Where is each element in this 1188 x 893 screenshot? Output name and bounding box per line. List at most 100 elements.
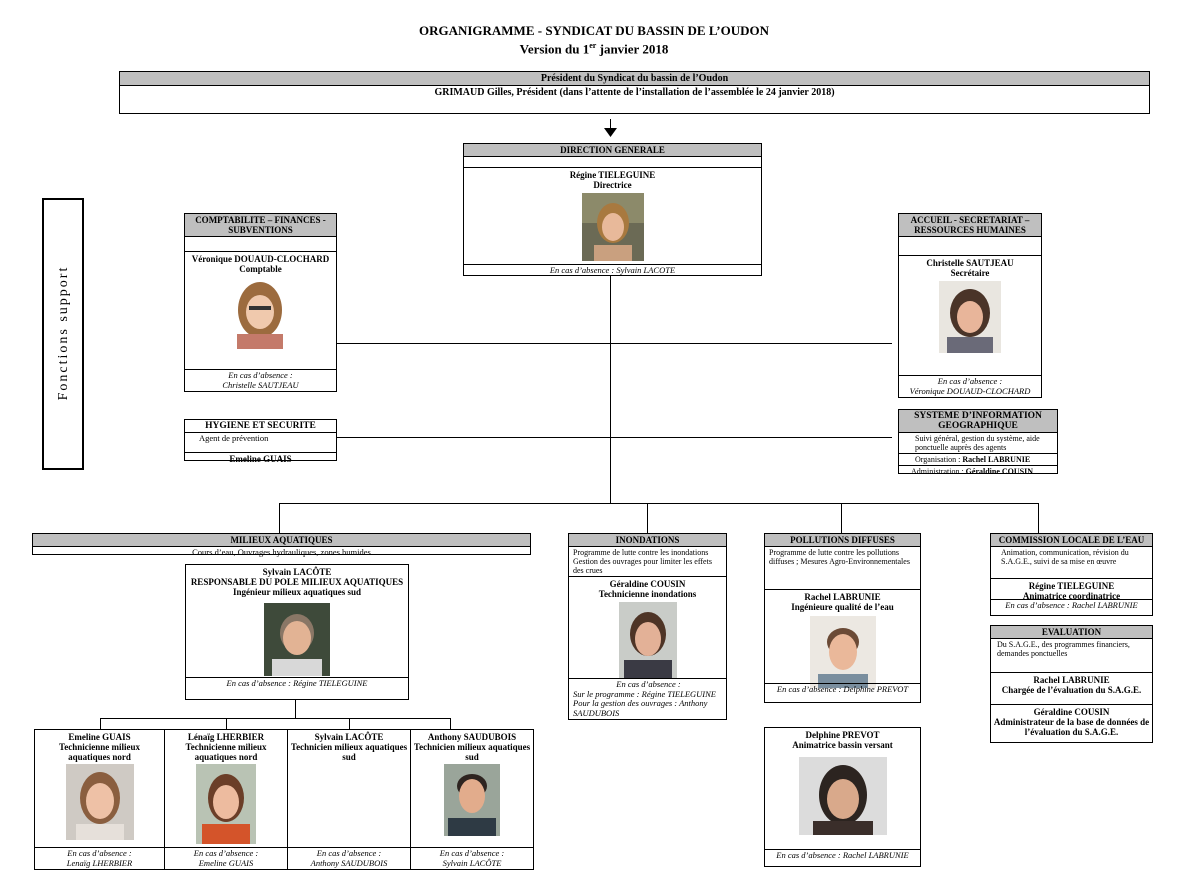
pollutions-role: Ingénieure qualité de l’eau (791, 602, 894, 612)
comptabilite-name: Véronique DOUAUD-CLOCHARD (191, 254, 330, 264)
milieux-header: MILIEUX AQUATIQUES (33, 534, 530, 547)
president-header: Président du Syndicat du bassin de l’Oud… (120, 72, 1149, 86)
team-member-role: Technicienne milieux aquatiques nord (59, 742, 140, 762)
milieux-resp-role1: RESPONSABLE DU POLE MILIEUX AQUATIQUES (190, 577, 404, 587)
pollutions-absence: En cas d’absence : Delphine PREVOT (765, 683, 920, 702)
direction-box: DIRECTION GENERALE Régine TIELEGUINE Dir… (463, 143, 762, 276)
inondations-absence-programme: Sur le programme : Régine TIELEGUINE (573, 688, 716, 699)
arrow-shaft (610, 119, 611, 133)
team-member-absence: En cas d’absence : Emeline GUAIS (165, 847, 287, 869)
fonctions-support-box: Fonctions support (42, 198, 84, 470)
support-line-1 (332, 343, 892, 344)
drop-pollutions (841, 503, 842, 533)
cle-absence: En cas d’absence : Rachel LABRUNIE (991, 599, 1152, 615)
hygiene-name: Emeline GUAIS (229, 454, 292, 464)
sig-box: SYSTEME D’INFORMATION GEOGRAPHIQUE Suivi… (898, 409, 1058, 477)
woman-portrait-icon (196, 764, 256, 844)
team-drop-1 (100, 718, 101, 729)
inondations-header: INONDATIONS (569, 534, 726, 547)
hygiene-header: HYGIENE ET SECURITE (185, 420, 336, 433)
inondations-desc: Programme de lutte contre les inondation… (569, 547, 726, 577)
team-drop-4 (450, 718, 451, 729)
direction-name: Régine TIELEGUINE (569, 170, 656, 180)
woman-portrait-icon (581, 193, 644, 261)
delphine-absence: En cas d’absence : Rachel LABRUNIE (765, 849, 920, 866)
team-member-1: Emeline GUAIS Technicienne milieux aquat… (34, 729, 165, 870)
drop-cle (1038, 503, 1039, 533)
cle-name: Régine TIELEGUINE (1028, 581, 1115, 591)
team-drop-3 (349, 718, 350, 729)
team-member-2: Lénaïg LHERBIER Technicienne milieux aqu… (164, 729, 288, 870)
milieux-desc: Cours d’eau, Ouvrages hydrauliques, zone… (192, 547, 371, 557)
team-member-name: Sylvain LACÔTE (314, 732, 384, 742)
inondations-absence-label: En cas d’absence : (616, 679, 681, 689)
comptabilite-header: COMPTABILITE – FINANCES - SUBVENTIONS (185, 214, 336, 237)
comptabilite-role: Comptable (239, 264, 282, 274)
woman-portrait-icon (618, 602, 677, 678)
comptabilite-absence-name: Christelle SAUTJEAU (222, 379, 299, 390)
team-member-photo (196, 764, 256, 844)
trunk-line (610, 276, 611, 504)
milieux-resp-absence: En cas d’absence : Régine TIELEGUINE (186, 677, 408, 699)
team-member-absence-name: Anthony SAUDUBOIS (310, 857, 388, 868)
milieux-box: MILIEUX AQUATIQUES Cours d’eau, Ouvrages… (32, 533, 531, 557)
team-member-name: Lénaïg LHERBIER (187, 732, 265, 742)
inondations-box: INONDATIONS Programme de lutte contre le… (568, 533, 727, 720)
evaluation-person-2: Géraldine COUSIN Administrateur de la ba… (991, 705, 1152, 737)
sig-header: SYSTEME D’INFORMATION GEOGRAPHIQUE (899, 410, 1057, 433)
team-drop-2 (226, 718, 227, 729)
comptabilite-photo (227, 276, 294, 349)
cle-role: Animatrice coordinatrice (1022, 591, 1121, 601)
team-member-absence-name: Sylvain LACÔTE (442, 857, 502, 868)
evaluation-role-2: Administrateur de la base de données de … (993, 717, 1150, 737)
team-member-absence: En cas d’absence : Sylvain LACÔTE (411, 847, 533, 869)
evaluation-name-1: Rachel LABRUNIE (1033, 675, 1110, 685)
delphine-photo (798, 757, 887, 835)
team-member-name: Emeline GUAIS (68, 732, 131, 742)
pollutions-name: Rachel LABRUNIE (804, 592, 881, 602)
direction-header: DIRECTION GENERALE (464, 144, 761, 157)
pollutions-desc: Programme de lutte contre les pollutions… (765, 547, 920, 590)
inondations-photo (618, 602, 677, 678)
version-suffix: janvier 2018 (596, 41, 669, 57)
evaluation-header: EVALUATION (991, 626, 1152, 639)
comptabilite-absence-label: En cas d’absence : (228, 370, 293, 380)
team-member-role: Technicien milieux aquatiques sud (290, 742, 408, 762)
evaluation-name-2: Géraldine COUSIN (1033, 707, 1110, 717)
evaluation-role-1: Chargée de l’évaluation du S.A.G.E. (1001, 685, 1142, 695)
woman-portrait-icon (798, 757, 887, 835)
accueil-absence-label: En cas d’absence : (937, 376, 1003, 386)
inondations-absence: En cas d’absence : Sur le programme : Ré… (569, 678, 726, 719)
accueil-photo (939, 281, 1001, 353)
version-prefix: Version du 1 (519, 41, 590, 57)
team-member-absence-name: Lenaïg LHERBIER (66, 857, 133, 868)
man-portrait-icon (264, 603, 330, 676)
sig-admin-label: Administration : (911, 467, 966, 476)
sig-admin-name: Géraldine COUSIN (965, 467, 1034, 476)
drop-inondations (647, 503, 648, 533)
sig-admin: Administration : Géraldine COUSIN (899, 466, 1057, 477)
hygiene-box: HYGIENE ET SECURITE Agent de prévention … (184, 419, 337, 464)
drop-milieux (279, 503, 280, 533)
milieux-resp-box: Sylvain LACÔTE RESPONSABLE DU POLE MILIE… (185, 564, 409, 700)
accueil-role: Secrétaire (950, 268, 990, 278)
version-sup: er (589, 41, 597, 50)
team-member-absence-label: En cas d’absence : (67, 848, 132, 858)
direction-spacer (464, 157, 761, 168)
accueil-absence: En cas d’absence : Véronique DOUAUD-CLOC… (899, 375, 1041, 397)
milieux-resp-name: Sylvain LACÔTE (262, 567, 332, 577)
comptabilite-absence: En cas d’absence : Christelle SAUTJEAU (185, 369, 336, 391)
fonctions-support-label: Fonctions support (56, 265, 71, 401)
direction-photo (581, 193, 644, 261)
arrow-down-icon (604, 128, 617, 137)
team-member-role: Technicienne milieux aquatiques nord (185, 742, 267, 762)
sig-org-name: Rachel LABRUNIE (962, 455, 1031, 464)
team-member-photo (444, 764, 500, 836)
team-member-absence-label: En cas d’absence : (193, 848, 259, 858)
sig-desc: Suivi général, gestion du système, aide … (899, 433, 1057, 454)
accueil-absence-name: Véronique DOUAUD-CLOCHARD (909, 385, 1031, 396)
pollutions-box: POLLUTIONS DIFFUSES Programme de lutte c… (764, 533, 921, 703)
team-member-4: Anthony SAUDUBOIS Technicien milieux aqu… (410, 729, 534, 870)
woman-portrait-icon (809, 616, 876, 688)
woman-portrait-icon (939, 281, 1001, 353)
